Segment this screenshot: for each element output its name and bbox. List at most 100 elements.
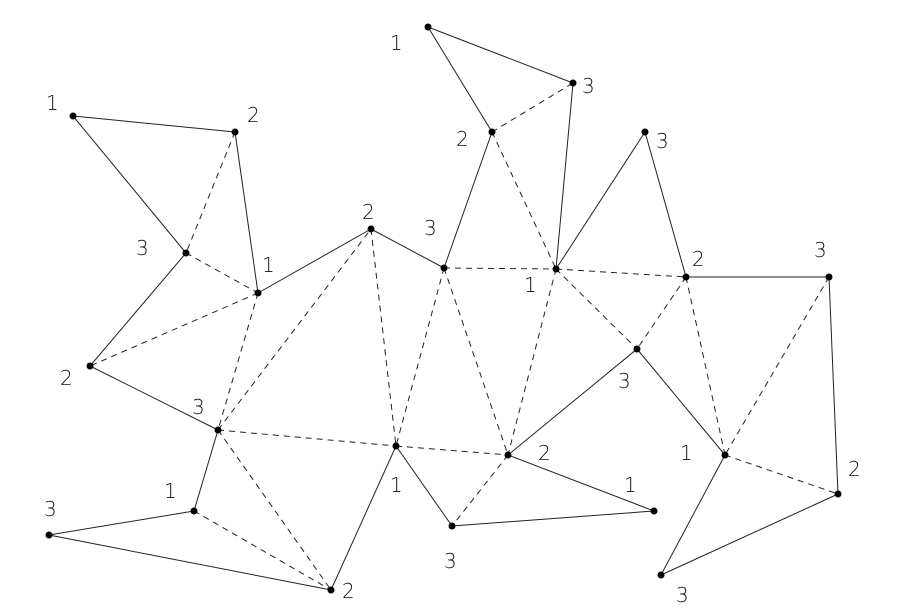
- dashed-edge-G-F: [217, 228, 372, 431]
- node-label-A: 1: [46, 91, 59, 115]
- dashed-edge-G-K: [217, 429, 397, 447]
- node-label-Y: 2: [848, 457, 861, 481]
- node-label-Q: 3: [656, 129, 669, 153]
- solid-edge-D-F: [257, 228, 372, 294]
- solid-edge-K-V: [395, 445, 453, 527]
- node-G: [214, 426, 222, 434]
- node-L: [440, 264, 448, 272]
- dashed-edge-L-K: [395, 267, 445, 447]
- solid-edge-A-C: [72, 115, 187, 254]
- solid-edge-L-M: [443, 131, 493, 269]
- edges: [48, 26, 839, 591]
- dashed-edge-L-P: [443, 267, 557, 270]
- node-P: [552, 265, 560, 273]
- node-I: [45, 531, 53, 539]
- node-O: [569, 79, 577, 87]
- node-R: [682, 273, 690, 281]
- solid-edge-B-D: [234, 131, 259, 294]
- node-D: [254, 289, 262, 297]
- node-label-L: 3: [424, 216, 437, 240]
- node-label-Z: 3: [676, 583, 689, 607]
- solid-edge-Q-R: [644, 131, 687, 278]
- node-W: [650, 507, 658, 515]
- node-label-G: 3: [192, 395, 205, 419]
- dashed-edge-H-J: [193, 510, 332, 591]
- solid-edge-K-J: [330, 445, 397, 591]
- dashed-edge-F-K: [370, 228, 397, 447]
- node-label-I: 3: [44, 497, 57, 521]
- node-label-T: 3: [618, 369, 631, 393]
- node-label-V: 3: [444, 549, 457, 573]
- solid-edge-E-G: [89, 365, 219, 431]
- solid-edge-X-T: [636, 348, 726, 456]
- node-K: [392, 442, 400, 450]
- dashed-edge-U-V: [451, 454, 509, 527]
- solid-edge-N-O: [427, 26, 574, 84]
- node-A: [69, 112, 77, 120]
- dashed-edge-D-G: [217, 292, 259, 431]
- dashed-edge-K-U: [395, 445, 509, 456]
- node-label-O: 3: [582, 74, 595, 98]
- solid-edge-Y-Z: [660, 493, 839, 576]
- node-label-D: 1: [262, 253, 275, 277]
- node-label-E: 2: [60, 366, 73, 390]
- solid-edge-M-N: [427, 26, 493, 133]
- dashed-edge-X-Y: [724, 454, 839, 495]
- solid-edge-Z-X: [660, 454, 726, 576]
- solid-edge-S-Y: [828, 276, 839, 495]
- solid-edge-U-W: [507, 454, 655, 512]
- node-label-K: 1: [390, 473, 403, 497]
- solid-edge-O-P: [555, 82, 574, 270]
- dashed-edge-C-D: [185, 252, 259, 294]
- node-E: [86, 362, 94, 370]
- node-Y: [834, 490, 842, 498]
- node-label-N: 1: [390, 31, 403, 55]
- node-H: [190, 507, 198, 515]
- solid-edge-V-W: [451, 510, 655, 527]
- dashed-edge-R-T: [636, 276, 687, 350]
- solid-edge-T-U: [507, 348, 638, 456]
- dashed-edge-S-X: [724, 276, 830, 456]
- node-M: [488, 128, 496, 136]
- node-label-B: 2: [247, 103, 260, 127]
- dashed-edge-B-C: [185, 131, 236, 254]
- node-X: [721, 451, 729, 459]
- dashed-edge-M-O: [491, 82, 574, 133]
- node-label-P: 1: [524, 273, 537, 297]
- node-T: [633, 345, 641, 353]
- solid-edge-G-H: [193, 429, 219, 512]
- node-label-H: 1: [164, 479, 177, 503]
- node-label-M: 2: [456, 127, 469, 151]
- dashed-edge-G-J: [217, 429, 332, 591]
- solid-edge-P-Q: [555, 131, 646, 270]
- node-label-R: 2: [692, 247, 705, 271]
- node-N: [424, 23, 432, 31]
- node-B: [231, 128, 239, 136]
- node-label-F: 2: [362, 200, 375, 224]
- solid-edge-A-B: [72, 115, 236, 133]
- node-label-W: 1: [624, 473, 637, 497]
- solid-edge-C-E: [89, 252, 187, 367]
- solid-edge-H-I: [48, 510, 195, 536]
- dashed-edge-D-E: [89, 292, 259, 367]
- node-S: [825, 273, 833, 281]
- dashed-edge-M-P: [491, 131, 557, 270]
- node-F: [367, 225, 375, 233]
- node-label-S: 3: [814, 238, 827, 262]
- node-U: [504, 451, 512, 459]
- node-label-X: 1: [680, 441, 693, 465]
- node-label-U: 2: [538, 441, 551, 465]
- dashed-edge-R-X: [685, 276, 726, 456]
- solid-edge-I-J: [48, 534, 332, 591]
- node-label-C: 3: [136, 236, 149, 260]
- node-V: [448, 522, 456, 530]
- solid-edge-F-L: [370, 228, 445, 269]
- dashed-edge-P-T: [555, 268, 638, 350]
- node-C: [182, 249, 190, 257]
- dashed-edge-L-U: [443, 267, 509, 456]
- node-Q: [641, 128, 649, 136]
- node-Z: [657, 571, 665, 579]
